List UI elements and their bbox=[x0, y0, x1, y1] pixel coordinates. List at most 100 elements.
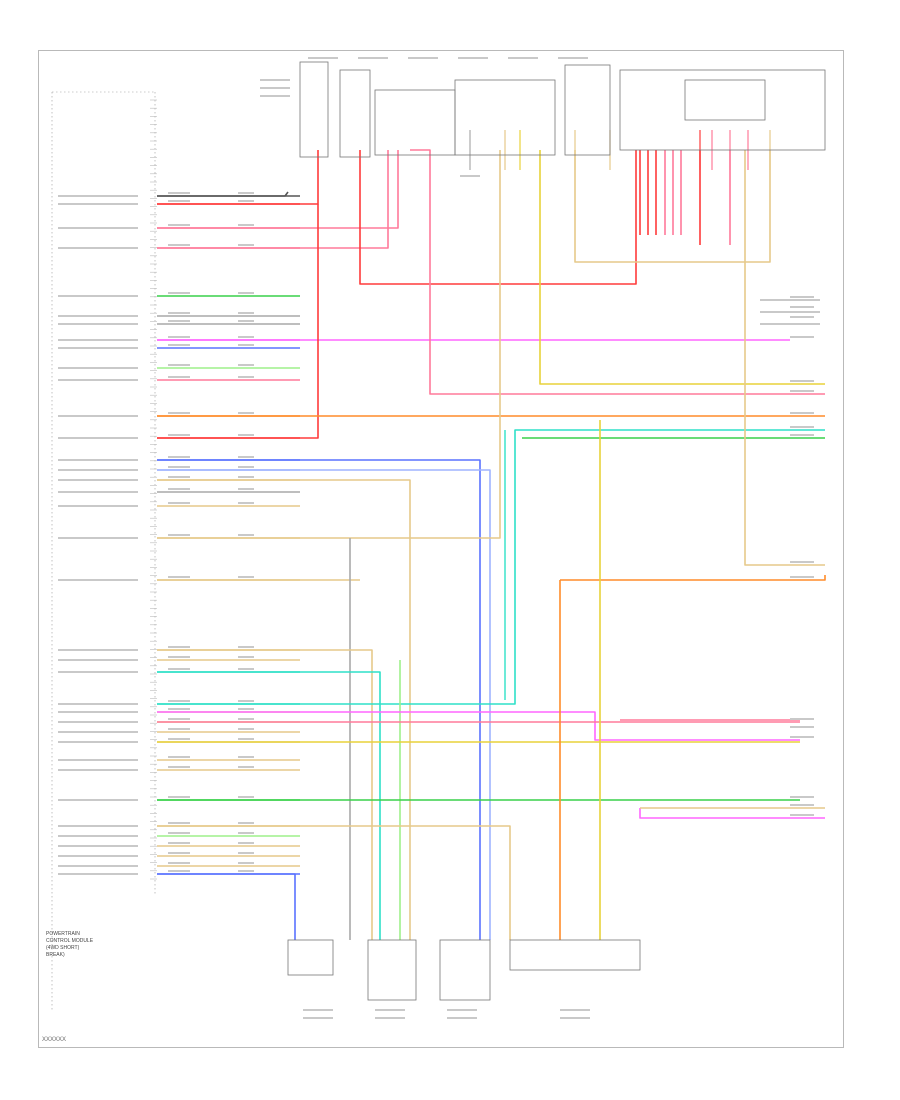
wire bbox=[410, 149, 825, 395]
wire-code bbox=[168, 832, 190, 834]
component-label bbox=[447, 1017, 477, 1019]
wire bbox=[157, 150, 501, 539]
wire-code bbox=[168, 738, 190, 740]
sensor-box-2 bbox=[367, 939, 417, 1001]
pin-label bbox=[58, 415, 138, 417]
wire-gauge bbox=[238, 312, 254, 314]
sensor-box-3 bbox=[439, 939, 491, 1001]
component-label bbox=[560, 1017, 590, 1019]
wire-code bbox=[168, 862, 190, 864]
wire bbox=[639, 150, 657, 235]
component-label bbox=[508, 57, 538, 59]
pin-label bbox=[58, 721, 138, 723]
wire bbox=[157, 649, 373, 940]
right-terminal-label bbox=[790, 296, 814, 298]
wire-gauge bbox=[238, 488, 254, 490]
pin-label bbox=[58, 469, 138, 471]
wire-code bbox=[168, 224, 190, 226]
wire bbox=[157, 191, 289, 197]
wire bbox=[157, 711, 800, 741]
wire bbox=[157, 671, 381, 940]
wire-code bbox=[168, 718, 190, 720]
wire-gauge bbox=[238, 576, 254, 578]
wire bbox=[359, 150, 637, 285]
connector-box bbox=[509, 939, 641, 971]
right-terminal-label bbox=[790, 561, 814, 563]
pin-label bbox=[58, 703, 138, 705]
wire bbox=[639, 808, 825, 819]
wire-code bbox=[168, 364, 190, 366]
ground-label bbox=[460, 175, 480, 177]
wire bbox=[157, 429, 825, 705]
wire-code bbox=[168, 292, 190, 294]
wire-gauge bbox=[238, 434, 254, 436]
wire-code bbox=[168, 244, 190, 246]
right-terminal-label bbox=[790, 718, 814, 720]
wire-gauge bbox=[238, 718, 254, 720]
right-terminal-label bbox=[790, 576, 814, 578]
wire-gauge bbox=[238, 708, 254, 710]
wire bbox=[157, 459, 481, 940]
pin-label bbox=[58, 741, 138, 743]
wire-gauge bbox=[238, 502, 254, 504]
pin-label bbox=[58, 339, 138, 341]
right-terminal-label bbox=[790, 316, 814, 318]
component-label bbox=[408, 57, 438, 59]
pin-label bbox=[58, 459, 138, 461]
wire-code bbox=[168, 456, 190, 458]
wire-gauge bbox=[238, 646, 254, 648]
wire-gauge bbox=[238, 192, 254, 194]
wire-code bbox=[168, 796, 190, 798]
component-label bbox=[375, 1017, 405, 1019]
component-label bbox=[458, 57, 488, 59]
component-label bbox=[308, 57, 338, 59]
wire-gauge bbox=[238, 476, 254, 478]
sensor-box-1 bbox=[287, 939, 334, 976]
wire-code bbox=[168, 852, 190, 854]
wire-gauge bbox=[238, 766, 254, 768]
wire bbox=[157, 150, 389, 249]
fuse-note bbox=[260, 95, 290, 97]
wire-code bbox=[168, 728, 190, 730]
wire-gauge bbox=[238, 376, 254, 378]
wire-code bbox=[168, 476, 190, 478]
wire bbox=[574, 150, 771, 263]
right-component-label bbox=[760, 323, 820, 325]
wire bbox=[560, 575, 826, 581]
pin-label bbox=[58, 437, 138, 439]
right-terminal-label bbox=[790, 796, 814, 798]
right-terminal-label bbox=[790, 412, 814, 414]
pcm-label-line: (4WD SHORT) bbox=[46, 945, 80, 951]
component-label bbox=[358, 57, 388, 59]
wire-gauge bbox=[238, 466, 254, 468]
pin-label bbox=[58, 195, 138, 197]
right-terminal-label bbox=[790, 390, 814, 392]
wire-code bbox=[168, 668, 190, 670]
fuse-note bbox=[260, 87, 290, 89]
pin-label bbox=[58, 537, 138, 539]
wire-code bbox=[168, 466, 190, 468]
wire bbox=[157, 873, 296, 940]
right-terminal-label bbox=[790, 306, 814, 308]
wire-code bbox=[168, 192, 190, 194]
wire-gauge bbox=[238, 364, 254, 366]
component-label bbox=[303, 1009, 333, 1011]
wire-code bbox=[168, 200, 190, 202]
pin-label bbox=[58, 227, 138, 229]
wire-gauge bbox=[238, 292, 254, 294]
fuse-box-a bbox=[299, 61, 329, 158]
wire-gauge bbox=[238, 728, 254, 730]
wire-gauge bbox=[238, 796, 254, 798]
wire-code bbox=[168, 576, 190, 578]
wire bbox=[157, 479, 411, 940]
wire-code bbox=[168, 376, 190, 378]
wire-gauge bbox=[238, 862, 254, 864]
wire-gauge bbox=[238, 822, 254, 824]
wire-code bbox=[168, 842, 190, 844]
right-terminal-label bbox=[790, 736, 814, 738]
wire-gauge bbox=[238, 700, 254, 702]
pin-label bbox=[58, 873, 138, 875]
wire-code bbox=[168, 488, 190, 490]
pin-label bbox=[58, 659, 138, 661]
pcm-label-line: BREAK) bbox=[46, 952, 65, 958]
